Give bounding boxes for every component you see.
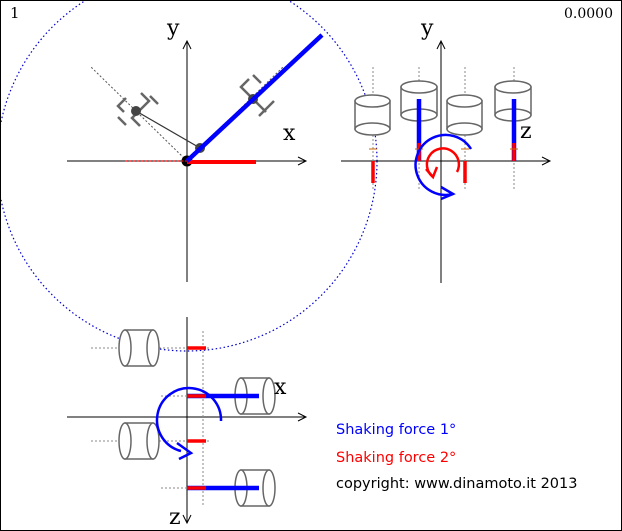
piston-pin-left <box>131 106 141 116</box>
first-order-force-vector <box>185 33 324 163</box>
connecting-rod-left <box>135 110 201 149</box>
top-first-order-moment-arc <box>155 386 223 453</box>
copyright-notice: copyright: www.dinamoto.it 2013 <box>336 476 578 492</box>
top-z-axis-arrow <box>182 514 192 525</box>
side-second-order-moment-arc <box>425 147 461 178</box>
first-order-orbit-circle <box>1 1 378 352</box>
side-z-axis-label: z <box>520 119 532 144</box>
top-first-order-moment-arrow <box>176 441 194 461</box>
top-view <box>67 317 308 525</box>
side-cylinder-axes <box>372 67 515 191</box>
side-y-axis-label: y <box>421 16 434 41</box>
side-first-order-moment-arrow <box>440 185 456 201</box>
side-piston-1 <box>354 94 391 136</box>
side-first-order-moment-arc <box>414 133 473 197</box>
front-view <box>67 33 324 282</box>
top-piston-1 <box>118 329 160 367</box>
side-view <box>341 39 552 283</box>
side-z-axis-arrow <box>541 156 552 166</box>
side-piston-3 <box>446 94 483 136</box>
top-piston-3 <box>118 422 160 460</box>
top-x-axis-label: x <box>274 375 287 400</box>
front-x-axis-arrow <box>297 156 308 166</box>
side-second-order-moment-arrow <box>425 166 439 180</box>
frame-number: 1 <box>10 4 20 22</box>
top-x-axis-arrow <box>297 412 308 422</box>
side-y-axis-arrow <box>436 39 446 50</box>
top-z-axis-label: z <box>169 505 181 530</box>
front-y-axis-arrow <box>182 39 192 50</box>
legend-first-order: Shaking force 1° <box>336 422 457 438</box>
front-y-axis-label: y <box>167 16 180 41</box>
legend-second-order: Shaking force 2° <box>336 450 457 466</box>
time-readout: 0.0000 <box>564 6 613 22</box>
front-x-axis-label: x <box>283 121 296 146</box>
